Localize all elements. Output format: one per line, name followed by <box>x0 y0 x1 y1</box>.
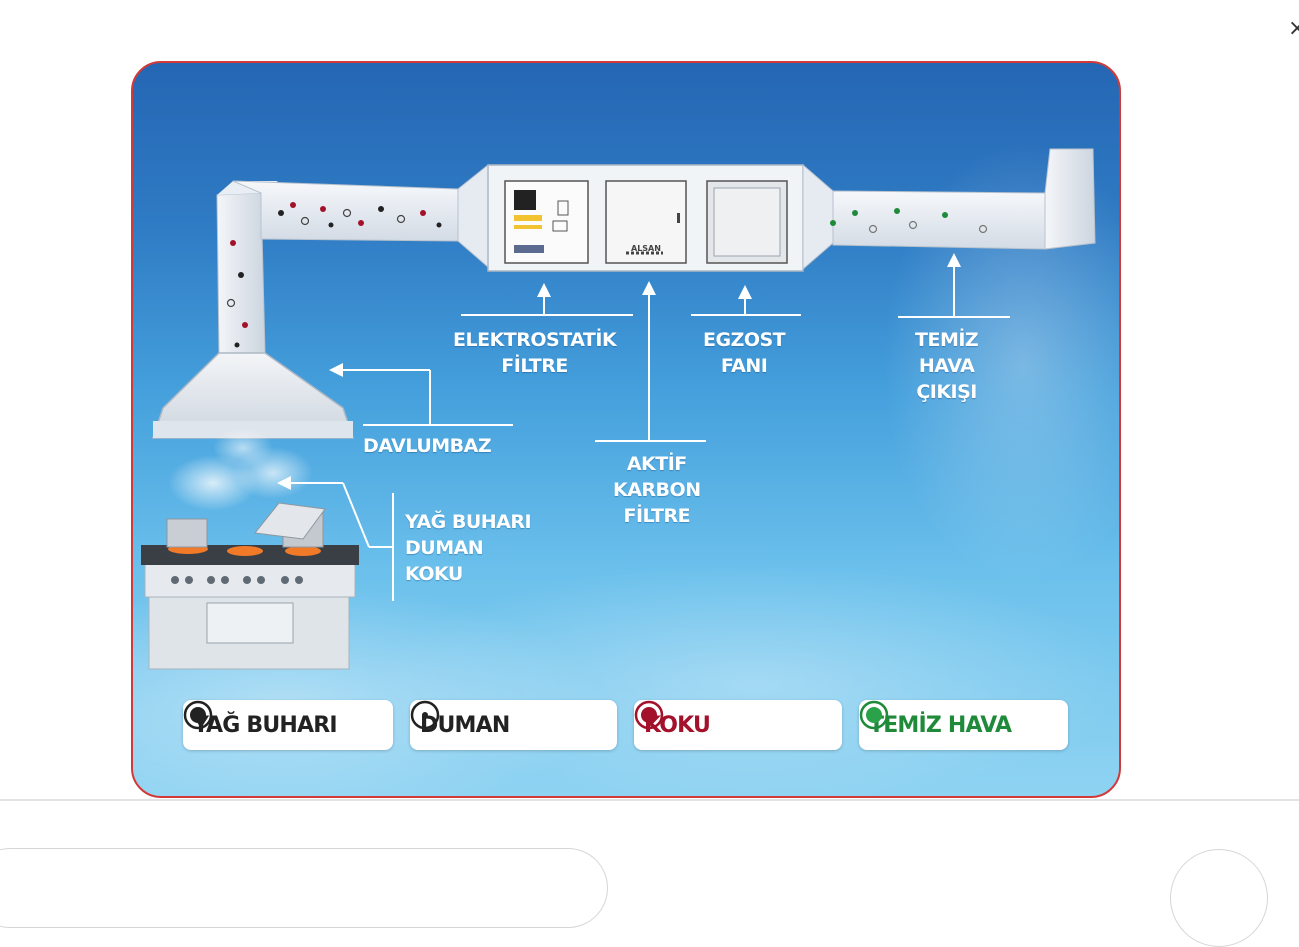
label-line: KOKU <box>405 563 463 585</box>
label-line: DUMAN <box>405 537 484 559</box>
particle-dots-dirty <box>226 202 442 348</box>
arrow-heads <box>277 253 961 490</box>
label-line: DAVLUMBAZ <box>363 435 492 457</box>
label-temiz-hava-cikisi: TEMİZ HAVA ÇIKIŞI <box>915 327 979 405</box>
label-emisyon: YAĞ BUHARI DUMAN KOKU <box>405 509 532 587</box>
label-line: HAVA <box>918 355 975 377</box>
legend-item-temiz-hava: TEMİZ HAVA <box>859 700 1068 750</box>
legend-label: TEMİZ HAVA <box>869 712 1012 738</box>
divider <box>0 799 1299 801</box>
label-line: TEMİZ <box>915 329 979 351</box>
particle-dots-clean <box>830 208 988 234</box>
close-icon[interactable]: × <box>1288 16 1299 41</box>
legend-item-yag-buhari: YAĞ BUHARI <box>183 700 393 750</box>
bottom-round-button[interactable] <box>1170 849 1268 947</box>
label-egzost-fani: EGZOST FANI <box>703 327 786 379</box>
label-line: ELEKTROSTATİK <box>453 329 617 351</box>
label-aktif-karbon-filtre: AKTİF KARBON FİLTRE <box>613 451 701 529</box>
label-line: YAĞ BUHARI <box>405 511 532 533</box>
panel-brand-text: ALSAN <box>631 244 661 253</box>
red-dot-icon <box>634 700 664 730</box>
filled-dot-icon <box>183 700 213 730</box>
callout-lines <box>285 263 1010 601</box>
label-elektrostatik: ELEKTROSTATİK FİLTRE <box>453 327 617 379</box>
label-line: AKTİF <box>626 453 687 475</box>
legend-label: YAĞ BUHARI <box>193 712 338 738</box>
legend-item-duman: DUMAN <box>410 700 617 750</box>
label-line: EGZOST <box>703 329 786 351</box>
label-line: FİLTRE <box>623 505 691 527</box>
label-line: FANI <box>720 355 768 377</box>
center-dot-icon <box>410 700 440 730</box>
green-dot-icon <box>859 700 889 730</box>
label-line: ÇIKIŞI <box>916 381 977 403</box>
legend-item-koku: KOKU <box>634 700 842 750</box>
label-davlumbaz: DAVLUMBAZ <box>363 433 492 459</box>
kitchen-ventilation-diagram: ELEKTROSTATİK FİLTRE EGZOST FANI TEMİZ H… <box>131 61 1121 798</box>
diagram-illustration <box>133 143 1119 796</box>
bottom-input-pill[interactable] <box>0 848 608 928</box>
label-line: FİLTRE <box>501 355 568 377</box>
label-line: KARBON <box>613 479 701 501</box>
